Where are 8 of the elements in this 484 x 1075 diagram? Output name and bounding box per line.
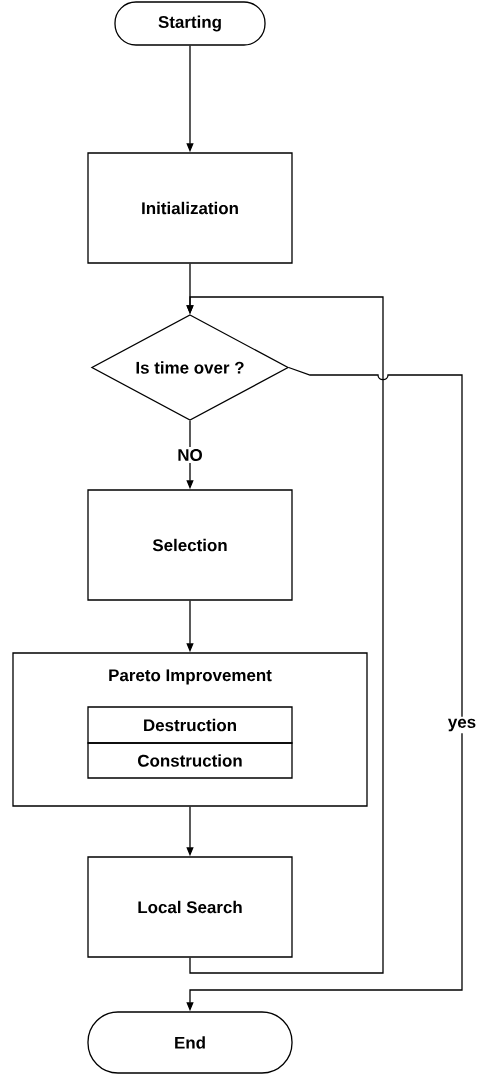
process-box: Destruction [87,706,293,744]
process-box: Selection [87,489,293,601]
arrow [186,296,384,974]
process-box: Construction [87,742,293,779]
process-box: Initialization [87,152,293,264]
edge-label: yes [445,716,479,734]
edge-label: NO [175,447,205,463]
process-box: Local Search [87,856,293,958]
